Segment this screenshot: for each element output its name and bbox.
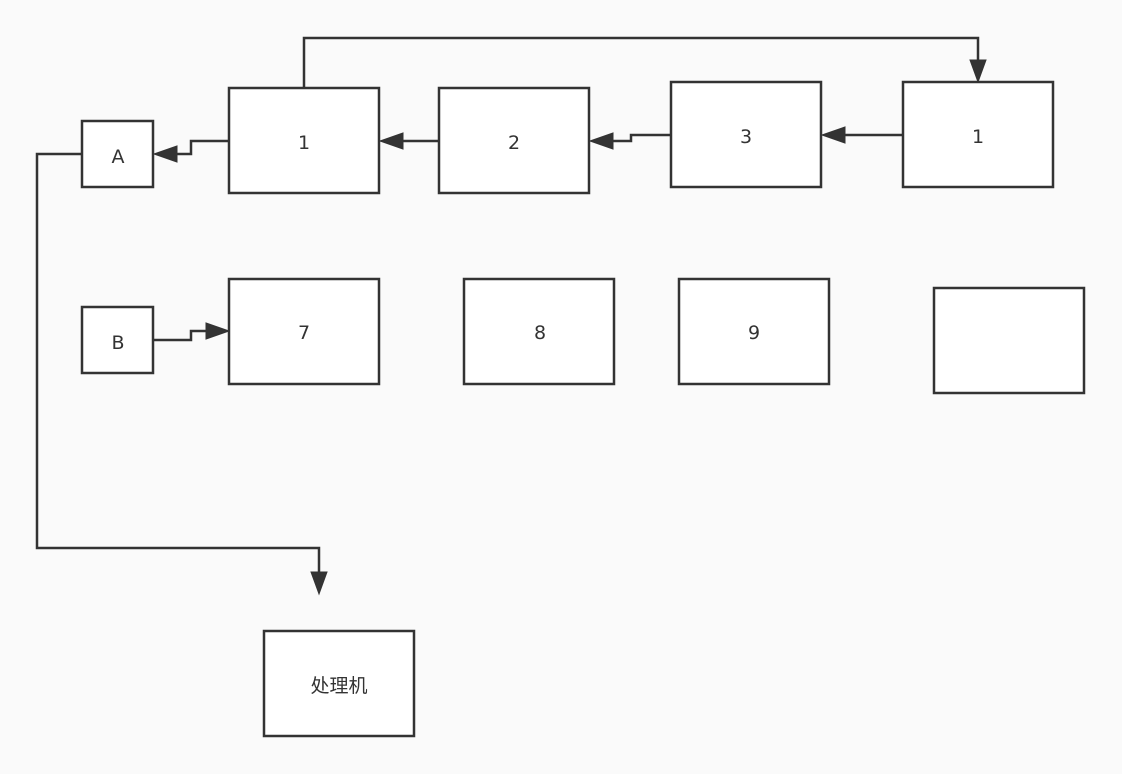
- node-1: 1: [227, 86, 381, 195]
- node-2-label: 2: [508, 132, 520, 154]
- node-3-label: 3: [740, 126, 752, 148]
- edge-1-to-1b: [302, 36, 987, 88]
- node-processor: 处理机: [262, 629, 416, 738]
- node-7: 7: [227, 277, 381, 386]
- node-3: 3: [669, 80, 823, 189]
- edge-a-to-processor: [35, 152, 328, 596]
- edge-b-to-7: [154, 322, 231, 342]
- node-1-label: 1: [298, 132, 310, 154]
- edge-3-to-2: [588, 132, 671, 150]
- edge-2-to-1: [378, 132, 439, 150]
- edge-1-to-a: [152, 139, 229, 163]
- node-a: A: [80, 119, 155, 189]
- node-1-right: 1: [901, 80, 1055, 189]
- node-processor-label: 处理机: [310, 675, 367, 697]
- node-a-label: A: [112, 146, 125, 168]
- node-b: B: [80, 305, 155, 375]
- node-8-label: 8: [534, 322, 546, 344]
- node-blank: [932, 286, 1086, 395]
- node-2: 2: [437, 86, 591, 195]
- node-b-label: B: [111, 332, 124, 354]
- node-9-label: 9: [748, 322, 760, 344]
- edge-1b-to-3: [820, 126, 903, 144]
- node-8: 8: [462, 277, 616, 386]
- node-1-right-label: 1: [972, 126, 984, 148]
- node-9: 9: [677, 277, 831, 386]
- node-7-label: 7: [298, 322, 310, 344]
